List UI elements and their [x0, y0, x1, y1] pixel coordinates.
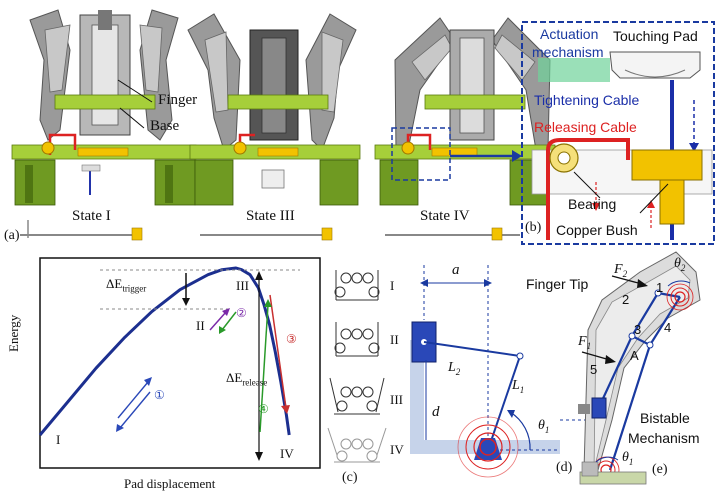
panel-e-A: A — [630, 348, 639, 363]
bearing-label: Bearing — [568, 196, 617, 212]
touching-pad-label: Touching Pad — [613, 28, 698, 44]
panel-c-label-IV: IV — [390, 442, 404, 457]
step-2-arrow — [209, 311, 227, 331]
chart-frame — [39, 257, 321, 469]
step-3-arrow — [269, 294, 287, 409]
panel-a-tag: (a) — [4, 228, 20, 243]
panel-d-L1: L1 — [512, 378, 525, 395]
chart-state-II: II — [196, 318, 205, 333]
actuation-label-line1: Actuation — [540, 26, 599, 42]
panel-d-theta: θ1 — [538, 418, 550, 435]
state-I-caption: State I — [72, 208, 111, 224]
panel-e-num5: 5 — [590, 362, 598, 377]
energy-curve — [38, 266, 291, 436]
panel-e-num2: 2 — [622, 292, 630, 307]
finger-tip-label: Finger Tip — [526, 276, 589, 292]
panel-e-theta2: θ2 — [674, 256, 686, 273]
panel-e-F1: F1 — [578, 334, 592, 351]
panel-e-theta1: θ1 — [622, 450, 634, 467]
panel-b-tag: (b) — [525, 220, 542, 235]
delta-release-label: ΔErelease — [226, 370, 268, 388]
panel-c-tag: (c) — [342, 470, 358, 485]
panel-e-F2: F2 — [614, 262, 628, 279]
step-2-green-arrow — [221, 311, 237, 331]
actuation-label-line2: mechanism — [532, 44, 604, 60]
panel-e-tag: (e) — [652, 462, 668, 477]
state-III-caption: State III — [246, 208, 295, 224]
gripper-state-I — [11, 9, 197, 241]
step-2-marker: ② — [236, 306, 247, 320]
chart-xlabel: Pad displacement — [124, 476, 216, 491]
step-1-arrow-down — [119, 391, 151, 429]
copper-bush-label: Copper Bush — [556, 222, 638, 238]
panel-e-num1: 1 — [656, 280, 664, 295]
panel-e-num4: 4 — [664, 320, 672, 335]
panel-c-label-I: I — [390, 278, 395, 293]
panel-e-num3: 3 — [634, 322, 642, 337]
panel-c-row-III — [329, 377, 385, 415]
releasing-cable-label: Releasing Cable — [534, 119, 637, 135]
finger-leader-line — [117, 79, 153, 103]
bistable-label-line1: Bistable — [640, 410, 690, 426]
step-1-arrow-up — [117, 381, 149, 419]
gripper-state-III — [187, 13, 361, 241]
step-3-marker: ③ — [286, 332, 297, 346]
tightening-cable-label: Tightening Cable — [534, 92, 640, 108]
finger-label: Finger — [158, 92, 198, 108]
bistable-label-line2: Mechanism — [628, 430, 700, 446]
zoom-box — [391, 127, 451, 181]
chart-state-IV: IV — [280, 446, 294, 461]
base-leader-line — [119, 107, 145, 129]
delta-trigger-label: ΔEtrigger — [106, 276, 147, 294]
panel-d-a: a — [452, 262, 460, 278]
chart-state-I: I — [56, 432, 61, 447]
panel-c-row-IV — [327, 427, 387, 463]
panel-d-d: d — [432, 404, 440, 420]
panel-d-tag: (d) — [556, 460, 573, 475]
panel-d-L2: L2 — [448, 360, 461, 377]
panel-c-row-I — [334, 270, 380, 301]
panel-c-label-III: III — [390, 392, 403, 407]
panel-c-label-II: II — [390, 332, 399, 347]
chart-state-III: III — [236, 278, 249, 293]
state-IV-caption: State IV — [420, 208, 470, 224]
gripper-state-IV — [374, 17, 556, 241]
base-label: Base — [150, 118, 180, 134]
step-4-arrow — [259, 304, 269, 433]
panel-c-row-II — [334, 322, 380, 357]
step-4-marker: ④ — [258, 402, 269, 416]
step-1-marker: ① — [154, 388, 165, 402]
